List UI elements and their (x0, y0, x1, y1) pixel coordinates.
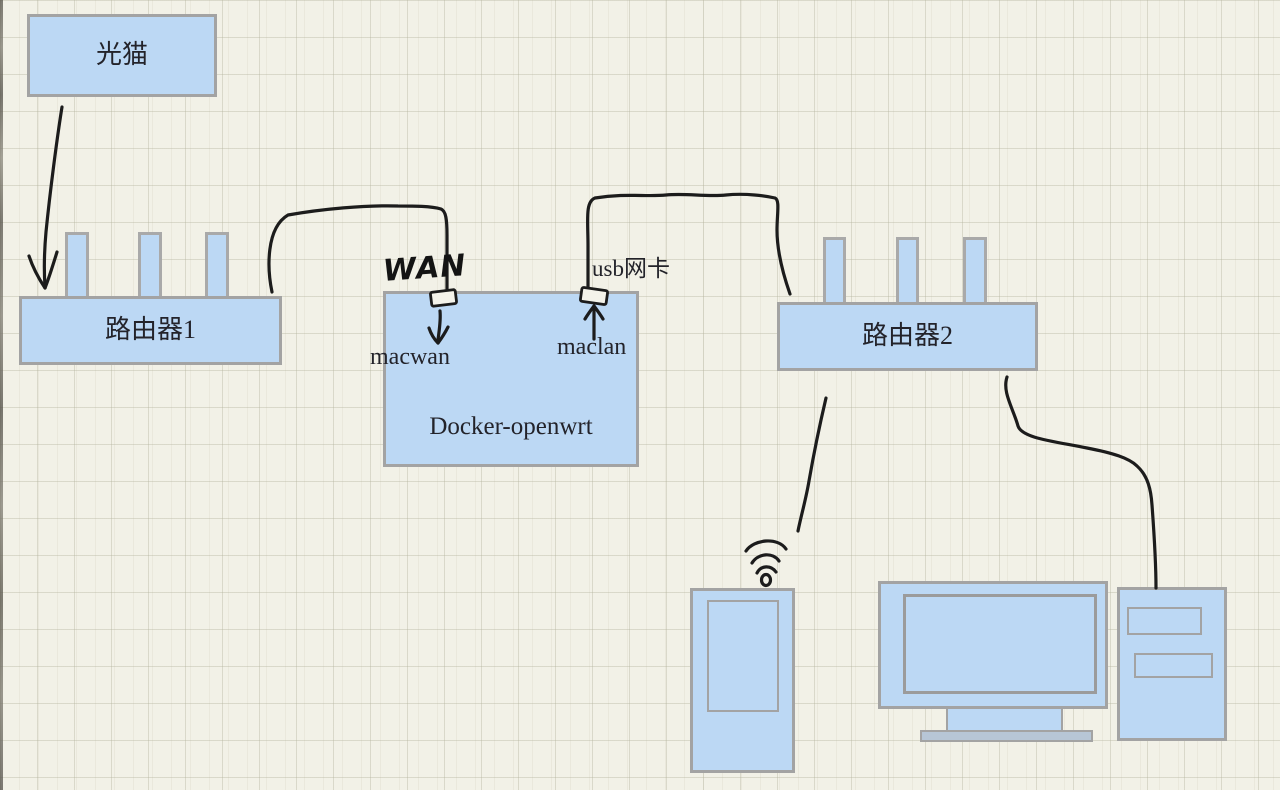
monitor-stand-base (920, 730, 1093, 742)
router1-antenna-3 (205, 232, 229, 299)
modem-node: 光猫 (27, 14, 217, 97)
monitor-stand-neck (946, 707, 1063, 732)
wan-annotation: WAN (381, 248, 468, 289)
arrow-modem-to-router1 (27, 105, 64, 290)
pc-tower-bay-1 (1127, 607, 1202, 635)
cable-router2-to-wifi (796, 396, 828, 533)
router2-node: 路由器2 (777, 302, 1038, 371)
usb-nic-annotation: usb网卡 (592, 256, 670, 281)
cable-router2-to-tower (1004, 375, 1158, 590)
paper-edge-shadow (0, 0, 3, 790)
pc-tower-bay-2 (1134, 653, 1213, 678)
router2-antenna-2 (896, 237, 919, 305)
docker-openwrt-node (383, 291, 639, 467)
router2-label: 路由器2 (861, 321, 953, 351)
router2-antenna-3 (963, 237, 987, 305)
docker-openwrt-label: Docker-openwrt (429, 413, 593, 440)
wifi-icon (744, 539, 788, 588)
modem-label: 光猫 (95, 40, 148, 70)
macwan-annotation: macwan (370, 344, 450, 370)
router2-antenna-1 (823, 237, 846, 305)
phone-screen (707, 600, 779, 712)
router1-node: 路由器1 (19, 296, 282, 365)
router1-antenna-2 (138, 232, 162, 299)
router1-antenna-1 (65, 232, 89, 299)
router1-label: 路由器1 (104, 315, 196, 345)
monitor-screen (903, 594, 1097, 694)
maclan-annotation: maclan (557, 334, 627, 360)
